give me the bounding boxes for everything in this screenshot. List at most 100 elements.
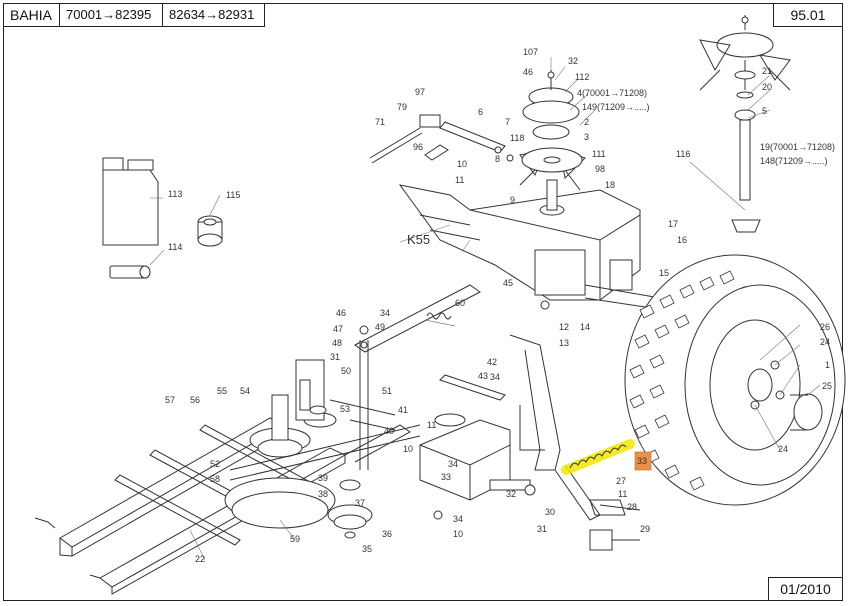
callout-33: 13 [559, 338, 569, 348]
callout-4: 97 [415, 87, 425, 97]
callout-45: 43 [478, 371, 488, 381]
callout-31: 45 [503, 278, 513, 288]
callout-3: 112 [575, 72, 589, 82]
callout-63: 35 [362, 544, 372, 554]
callout-14: 98 [595, 164, 605, 174]
callout-8: 96 [413, 142, 423, 152]
serial-range-2: 82634→82931 [162, 3, 265, 27]
callout-64: 40 [384, 426, 394, 436]
callout-27: 17 [668, 219, 678, 229]
callout-56: 52 [210, 459, 220, 469]
oil-container [102, 157, 223, 279]
callout-12: 3 [584, 132, 589, 142]
callout-46: 34 [490, 372, 500, 382]
callout-76: 10 [453, 529, 463, 539]
callout-35: 46 [336, 308, 346, 318]
callout-21: 21 [762, 66, 772, 76]
callout-0: 107 [523, 47, 538, 57]
serial-range-1: 70001→82395 [59, 3, 163, 27]
control-linkage [369, 114, 514, 164]
callout-68: 32 [506, 489, 516, 499]
callout-37: 47 [333, 324, 343, 334]
callout-69: 30 [545, 507, 555, 517]
variant-label-149: 149(71209→.....) [582, 102, 650, 112]
cooling-fan-right [699, 15, 791, 233]
callout-48: 24 [820, 337, 830, 347]
callout-11: 2 [584, 117, 589, 127]
callout-49: 1 [825, 360, 830, 370]
gear-housing [419, 374, 545, 520]
callout-47: 26 [820, 322, 830, 332]
callout-5: 6 [478, 107, 483, 117]
callout-36: 34 [380, 308, 390, 318]
highlight-part-label: 33 [637, 456, 647, 466]
callout-24: 113 [168, 189, 182, 199]
callout-58: 41 [398, 405, 408, 415]
callout-66: 10 [403, 444, 413, 454]
callout-55: 54 [240, 386, 250, 396]
callout-15: 10 [457, 159, 467, 169]
callout-13: 111 [592, 149, 606, 159]
drawing-frame [3, 3, 843, 601]
callout-7: 71 [375, 117, 385, 127]
callout-61: 37 [355, 498, 365, 508]
callout-18: 9 [510, 195, 515, 205]
callout-34: 14 [580, 322, 590, 332]
callout-79: 34 [448, 459, 458, 469]
callout-44: 42 [487, 357, 497, 367]
leader-lines [149, 57, 821, 561]
revision-date: 01/2010 [768, 577, 843, 601]
callout-39: 48 [332, 338, 342, 348]
callout-67: 11 [427, 420, 436, 430]
callout-32: 12 [559, 322, 569, 332]
callout-77: 59 [290, 534, 300, 544]
callout-62: 36 [382, 529, 392, 539]
callout-74: 29 [640, 524, 650, 534]
callout-57: 58 [210, 474, 220, 484]
variant-label-19: 19(70001→71208) [760, 142, 835, 152]
brake-lever-assembly [295, 284, 481, 470]
callout-22: 20 [762, 82, 772, 92]
callout-30: 60 [455, 298, 465, 308]
callout-2: 32 [568, 56, 578, 66]
callout-19: 18 [605, 180, 615, 190]
callout-75: 34 [453, 514, 463, 524]
callout-23: 5 [762, 106, 767, 116]
rear-wheel [624, 254, 846, 506]
variant-label-148: 148(71209→.....) [760, 156, 828, 166]
callout-42: 51 [382, 386, 392, 396]
callout-28: 16 [677, 235, 687, 245]
callout-41: 50 [341, 366, 351, 376]
variant-label-4: 4(70001→71208) [577, 88, 647, 98]
callout-20: 116 [676, 149, 690, 159]
callout-53: 56 [190, 395, 200, 405]
callout-51: 24 [778, 444, 788, 454]
callout-29: 15 [659, 268, 669, 278]
callout-73: 28 [627, 502, 637, 512]
callout-40: 31 [330, 352, 340, 362]
tire-tread [629, 270, 735, 491]
assembly-label: K55 [407, 232, 430, 247]
callout-52: 57 [165, 395, 175, 405]
page-number: 95.01 [773, 3, 843, 27]
callout-70: 31 [537, 524, 547, 534]
highlighted-spring-33 [561, 439, 652, 475]
callout-72: 11 [618, 489, 627, 499]
callout-78: 22 [195, 554, 205, 564]
callout-59: 39 [318, 473, 328, 483]
callout-25: 115 [226, 190, 240, 200]
callout-labels: K55 4(70001→71208) 149(71209→.....) 19(7… [165, 47, 835, 564]
callout-26: 114 [168, 242, 182, 252]
transaxle-body [398, 179, 666, 311]
callout-17: 8 [495, 154, 500, 164]
callout-43: 53 [340, 404, 350, 414]
model-name: BAHIA [3, 3, 60, 27]
callout-71: 27 [616, 476, 626, 486]
pulley-assembly [224, 394, 421, 539]
callout-9: 7 [505, 117, 510, 127]
callout-6: 79 [397, 102, 407, 112]
callout-65: 33 [441, 472, 451, 482]
cooling-fan-top [519, 70, 586, 191]
callout-10: 118 [510, 133, 524, 143]
